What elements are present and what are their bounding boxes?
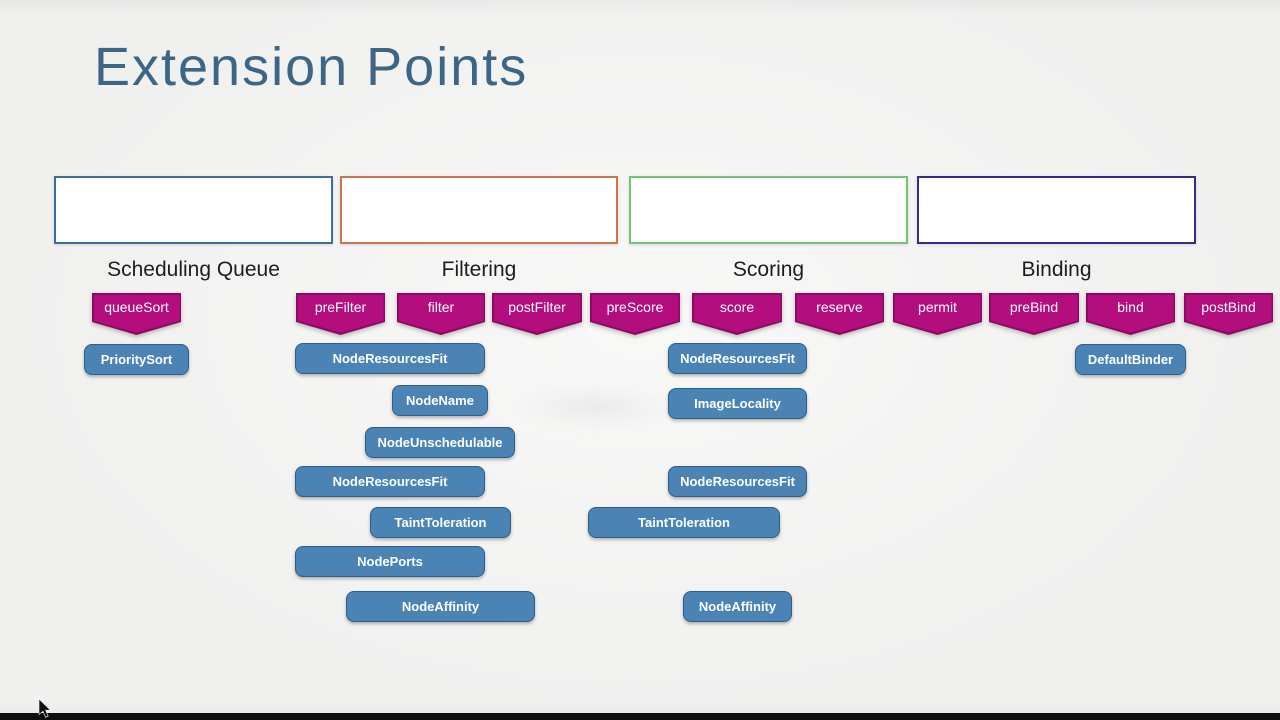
extension-point-ribbon: queueSort	[92, 293, 181, 335]
ribbon-label: preFilter	[314, 299, 367, 315]
plugin-chip: NodeAffinity	[346, 591, 535, 622]
ribbon-label: postBind	[1201, 299, 1256, 315]
plugin-chip: NodeName	[392, 385, 488, 416]
extension-point-ribbon: postFilter	[492, 293, 582, 335]
ribbon-label: reserve	[816, 299, 863, 315]
slide-title: Extension Points	[94, 37, 529, 97]
plugin-chip: DefaultBinder	[1075, 344, 1186, 375]
stage-outline-box	[54, 176, 333, 244]
extension-point-ribbon: permit	[893, 293, 982, 335]
plugin-chip: NodePorts	[295, 546, 485, 577]
ribbon-label: queueSort	[104, 299, 169, 315]
extension-point-ribbon: preFilter	[296, 293, 385, 335]
stage-label: Scoring	[732, 258, 805, 281]
plugin-chip: NodeResourcesFit	[668, 343, 807, 374]
plugin-chip: NodeResourcesFit	[668, 466, 807, 497]
ribbon-label: permit	[918, 299, 957, 315]
extension-point-ribbon: postBind	[1184, 293, 1273, 335]
stage-outline-box	[917, 176, 1196, 244]
extension-point-ribbon: preBind	[989, 293, 1079, 335]
plugin-chip: NodeResourcesFit	[295, 343, 485, 374]
ribbon-label: bind	[1117, 299, 1144, 315]
faint-watermark	[515, 383, 675, 431]
extension-point-ribbon: reserve	[795, 293, 884, 335]
extension-point-ribbon: filter	[397, 293, 485, 335]
ribbon-label: preBind	[1009, 299, 1059, 315]
stage-outline-box	[629, 176, 908, 244]
bottom-letterbox-bar	[0, 713, 1280, 720]
plugin-chip: NodeResourcesFit	[295, 466, 485, 497]
ribbon-label: preScore	[606, 299, 664, 315]
extension-point-ribbon: score	[692, 293, 782, 335]
plugin-chip: NodeUnschedulable	[365, 427, 515, 458]
plugin-chip: ImageLocality	[668, 388, 807, 419]
extension-point-ribbon: bind	[1086, 293, 1175, 335]
plugin-chip: TaintToleration	[370, 507, 511, 538]
mouse-cursor-icon	[38, 699, 52, 718]
stage-label: Scheduling Queue	[107, 258, 280, 281]
ribbon-label: score	[719, 299, 755, 315]
stage-outline-box	[340, 176, 618, 244]
ribbon-label: postFilter	[508, 299, 566, 315]
plugin-chip: PrioritySort	[84, 344, 189, 375]
extension-point-ribbon: preScore	[590, 293, 680, 335]
plugin-chip: NodeAffinity	[683, 591, 792, 622]
plugin-chip: TaintToleration	[588, 507, 780, 538]
stage-label: Binding	[1021, 258, 1092, 281]
stage-label: Filtering	[441, 258, 517, 281]
ribbon-label: filter	[427, 299, 455, 315]
